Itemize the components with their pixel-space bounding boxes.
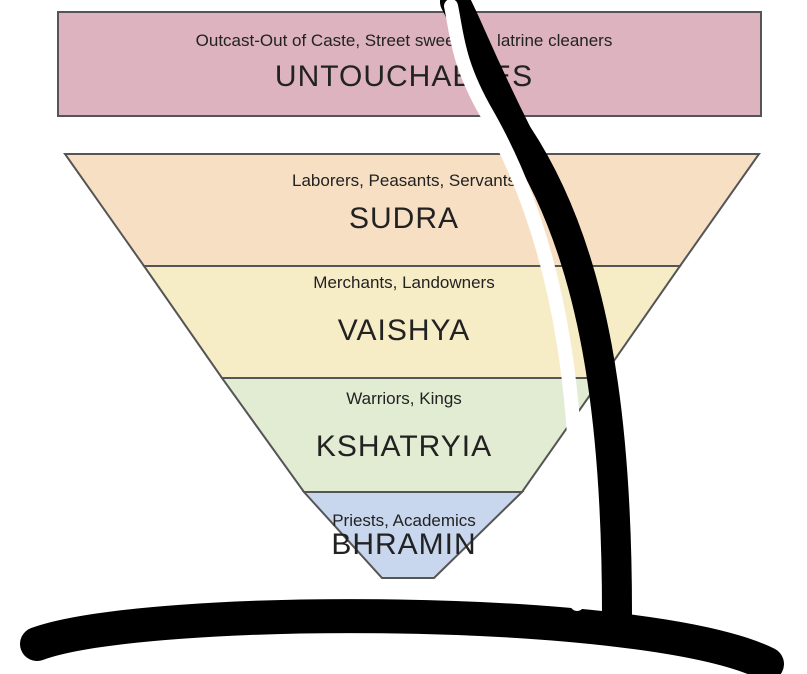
untouchables-box — [57, 11, 762, 117]
white-swoosh-inner — [444, 0, 585, 611]
tier-sudra-subtitle: Laborers, Peasants, Servants — [292, 171, 516, 190]
tier-vaishya-title: VAISHYA — [338, 314, 471, 347]
tier-vaishya-subtitle: Merchants, Landowners — [313, 273, 494, 292]
tier-bhramin-subtitle: Priests, Academics — [332, 511, 476, 530]
tier-kshatryia-subtitle: Warriors, Kings — [346, 389, 462, 408]
tier-sudra-title: SUDRA — [349, 202, 459, 235]
black-swoosh-curve — [440, 0, 632, 629]
tier-kshatryia-title: KSHATRYIA — [316, 430, 492, 463]
tier-bhramin — [301, 491, 525, 579]
black-swoosh-stroke — [20, 599, 784, 674]
untouchables-subtitle: Outcast-Out of Caste, Street sweepers, l… — [196, 31, 613, 50]
tier-bhramin-title: BHRAMIN — [331, 528, 476, 561]
